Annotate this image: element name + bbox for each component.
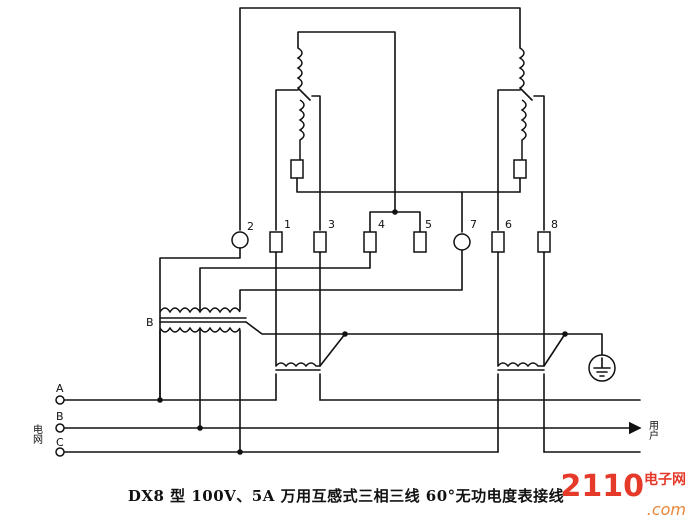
right-voltage-coil-top xyxy=(518,47,525,89)
diagram-caption: DX8 型 100V、5A 万用互感式三相三线 60°无功电度表接线 xyxy=(127,487,565,505)
terminal-5 xyxy=(413,231,427,253)
pt-primary-coils xyxy=(159,326,241,333)
watermark-brand-cn: 电子网 xyxy=(644,472,686,488)
terminal-8 xyxy=(537,231,551,253)
watermark-brand: 2110电子网 xyxy=(561,472,687,502)
terminal-1 xyxy=(269,231,283,253)
left-resistor xyxy=(290,159,304,179)
terminal-6 xyxy=(491,231,505,253)
top-loop-wire xyxy=(239,7,521,231)
left-voltage-coil-bottom xyxy=(298,99,305,160)
terminal-label-3: 3 xyxy=(328,218,335,231)
terminal-2 xyxy=(231,231,249,249)
phase-label-a: A xyxy=(56,382,64,395)
terminal-3 xyxy=(313,231,327,253)
terminal-label-2: 2 xyxy=(247,220,254,233)
terminal-7 xyxy=(453,233,471,251)
left-ct-tap xyxy=(319,333,346,367)
left-voltage-coil-top xyxy=(296,47,303,89)
left-ct-coil xyxy=(275,362,320,368)
right-ct-tap xyxy=(543,333,566,367)
left-coil-branches xyxy=(275,87,321,231)
user-label: 用户 xyxy=(647,420,659,441)
terminal-4-to-pt xyxy=(199,251,371,311)
terminal-7-to-pt xyxy=(239,249,463,311)
bridge-junction xyxy=(392,209,398,215)
terminal-label-6: 6 xyxy=(505,218,512,231)
left-resistor-wire xyxy=(296,177,521,193)
junction-c xyxy=(237,449,243,455)
phase-b-terminal xyxy=(55,423,65,433)
phase-a-terminal xyxy=(55,395,65,405)
right-resistor xyxy=(513,159,527,179)
left-voltage-loop xyxy=(297,31,396,213)
phase-c-terminal xyxy=(55,447,65,457)
terminal-label-4: 4 xyxy=(378,218,385,231)
phase-label-b: B xyxy=(56,410,64,423)
pt-secondary-coils xyxy=(159,307,241,314)
ground-icon xyxy=(593,357,611,377)
secondary-bus xyxy=(245,321,603,355)
right-ct-coil xyxy=(497,362,544,368)
junction-a xyxy=(157,397,163,403)
terminal-4 xyxy=(363,231,377,253)
terminal-label-1: 1 xyxy=(284,218,291,231)
pt-label: B xyxy=(146,316,154,329)
terminal-label-5: 5 xyxy=(425,218,432,231)
right-voltage-coil-bottom xyxy=(520,99,527,160)
right-ct-primary xyxy=(497,373,545,453)
left-ct-primary xyxy=(275,373,321,401)
watermark-site: .com xyxy=(646,500,686,519)
terminal-label-8: 8 xyxy=(551,218,558,231)
phase-label-c: C xyxy=(56,436,64,449)
watermark: 2110电子网 .com xyxy=(561,472,687,518)
watermark-brand-number: 2110 xyxy=(560,469,645,504)
grid-label: 电网 xyxy=(31,423,43,445)
pt-core-lines xyxy=(159,317,247,323)
terminal-label-7: 7 xyxy=(470,218,477,231)
right-coil-branches xyxy=(497,87,545,231)
junction-b xyxy=(197,425,203,431)
